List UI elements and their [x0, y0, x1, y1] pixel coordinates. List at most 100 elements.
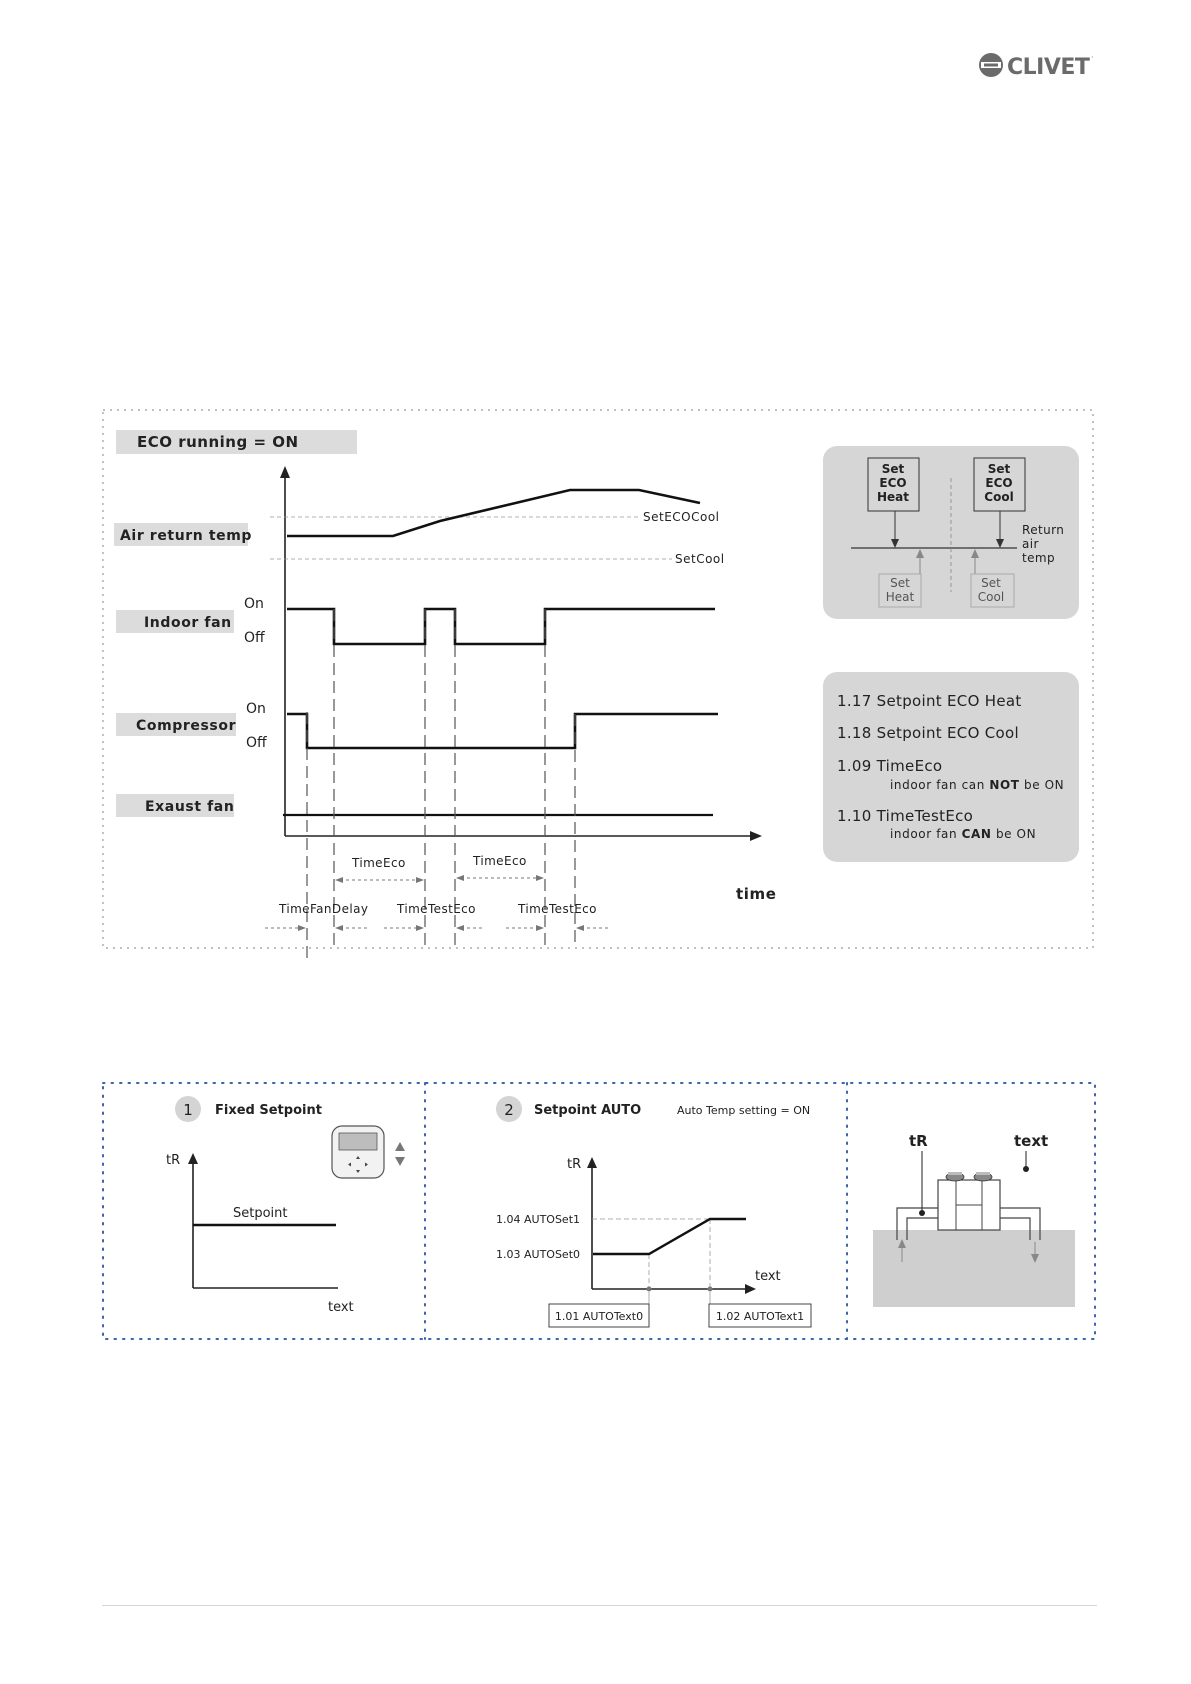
arrow-up-icon [971, 549, 979, 558]
time-eco-label-1: TimeEco [351, 856, 406, 870]
arrow-right-icon [416, 877, 424, 883]
set-cool-line-1: Set [981, 576, 1001, 590]
set-eco-cool-label: SetECOCool [643, 510, 720, 524]
arrow-right-icon [298, 925, 306, 931]
tr-sensor-icon [919, 1210, 925, 1216]
auto-setpoint-subtitle: Auto Temp setting = ON [677, 1104, 810, 1117]
arrow-down-icon [891, 539, 899, 548]
tr-label: tR [909, 1132, 928, 1150]
set-eco-heat-line-2: ECO [879, 476, 906, 490]
time-test-eco-label-1: TimeTestEco [396, 902, 476, 916]
set-heat-line-2: Heat [886, 590, 915, 604]
auto-x-label: text [755, 1269, 781, 1284]
param-code: 1.09 TimeEco [837, 757, 942, 775]
arrow-right-icon [536, 925, 544, 931]
outdoor-unit-icon [896, 1172, 1041, 1240]
step-1-badge [175, 1096, 201, 1122]
fixed-setpoint-label: Setpoint [233, 1206, 288, 1221]
comp-off-label: Off [246, 735, 267, 751]
set-cool-label: SetCool [675, 552, 725, 566]
auto-text1-box [708, 1303, 812, 1328]
set-eco-cool-line-2: ECO [985, 476, 1012, 490]
fixed-y-arrow-icon [188, 1153, 198, 1164]
fixed-setpoint-title: Fixed Setpoint [215, 1103, 322, 1118]
comp-on-label: On [246, 701, 266, 717]
compressor-label: Compressor [136, 718, 236, 734]
auto-text1-label: 1.02 AUTOText1 [716, 1310, 804, 1323]
time-eco-label-2: TimeEco [472, 854, 527, 868]
setpoint-modes-diagram: 1 Fixed Setpoint tR text Setpoint 2 Setp… [0, 1060, 1191, 1360]
time-axis-label: time [736, 885, 777, 903]
up-arrow-icon [395, 1142, 405, 1151]
step-2-number: 2 [504, 1101, 514, 1119]
text-label: text [1014, 1132, 1048, 1150]
text-sensor-icon [1023, 1166, 1029, 1172]
arrow-down-icon [996, 539, 1004, 548]
arrow-left-icon [335, 877, 343, 883]
fixed-y-label: tR [166, 1153, 180, 1168]
fan-on-label: On [244, 596, 264, 612]
controller-icon [331, 1125, 385, 1179]
arrow-left-icon [335, 925, 343, 931]
auto-text0-label: 1.01 AUTOText0 [555, 1310, 643, 1323]
param-note: indoor fan can NOT be ON [890, 778, 1064, 792]
auto-y-arrow-icon [587, 1157, 597, 1168]
text1-marker [707, 1286, 713, 1292]
ground-area [873, 1230, 1075, 1307]
eco-title: ECO running = ON [137, 433, 299, 451]
set-cool-line-2: Cool [978, 590, 1004, 604]
param-code: 1.17 Setpoint ECO Heat [837, 692, 1022, 710]
indoor-fan-signal [287, 607, 715, 646]
brand-mark: · [1091, 53, 1094, 62]
air-return-label: Air return temp [120, 528, 252, 544]
set-eco-heat-box [867, 457, 920, 512]
arrow-right-icon [416, 925, 424, 931]
y-axis-arrow-icon [280, 466, 290, 478]
set-cool-box [970, 573, 1015, 608]
time-eco-arrows [340, 877, 539, 881]
set-heat-line-1: Set [890, 576, 910, 590]
compressor-label-bg [116, 713, 236, 736]
auto-set0-label: 1.03 AUTOSet0 [496, 1248, 580, 1261]
exaust-fan-label: Exaust fan [145, 799, 234, 815]
airflow-up-icon [898, 1239, 906, 1248]
step-2-badge [496, 1096, 522, 1122]
parameters-panel [823, 672, 1079, 862]
time-fan-delay-label: TimeFanDelay [278, 902, 368, 916]
auto-text0-box [548, 1303, 650, 1328]
time-test-eco-label-2: TimeTestEco [517, 902, 597, 916]
step-1-number: 1 [183, 1101, 193, 1119]
brand-logo: CLIVET · [978, 50, 1098, 80]
arrow-right-icon [536, 875, 544, 881]
arrow-left-icon [456, 875, 464, 881]
auto-setpoint-curve [593, 1217, 746, 1256]
down-arrow-icon [395, 1157, 405, 1166]
return-air-line-3: temp [1022, 551, 1055, 565]
auto-x-arrow-icon [745, 1284, 756, 1294]
eco-title-bar [116, 430, 357, 454]
modes-frame [102, 1082, 1096, 1340]
auto-setpoint-title: Setpoint AUTO [534, 1103, 641, 1118]
set-heat-box [878, 573, 922, 608]
timing-lines [306, 609, 576, 958]
auto-guides [592, 1218, 711, 1289]
indoor-fan-label-bg [116, 610, 234, 633]
footer-rule [102, 1605, 1097, 1606]
compressor-signal [287, 712, 718, 750]
air-return-label-bg [114, 523, 248, 546]
set-eco-cool-line-3: Cool [984, 490, 1013, 504]
text0-marker [646, 1286, 652, 1292]
brand-name: CLIVET [1007, 55, 1090, 80]
indoor-fan-label: Indoor fan [144, 615, 232, 631]
return-air-line-1: Return [1022, 523, 1064, 537]
eco-diagram: ECO running = ON Air return temp Indoor … [102, 409, 1094, 958]
set-eco-heat-line-3: Heat [877, 490, 909, 504]
arrow-left-icon [576, 925, 584, 931]
param-code: 1.18 Setpoint ECO Cool [837, 724, 1019, 742]
airflow-down-icon [1031, 1254, 1039, 1263]
arrow-up-icon [916, 549, 924, 558]
param-note: indoor fan CAN be ON [890, 827, 1036, 841]
return-air-line-2: air [1022, 537, 1039, 551]
auto-y-label: tR [567, 1157, 581, 1172]
exaust-fan-label-bg [116, 794, 234, 817]
